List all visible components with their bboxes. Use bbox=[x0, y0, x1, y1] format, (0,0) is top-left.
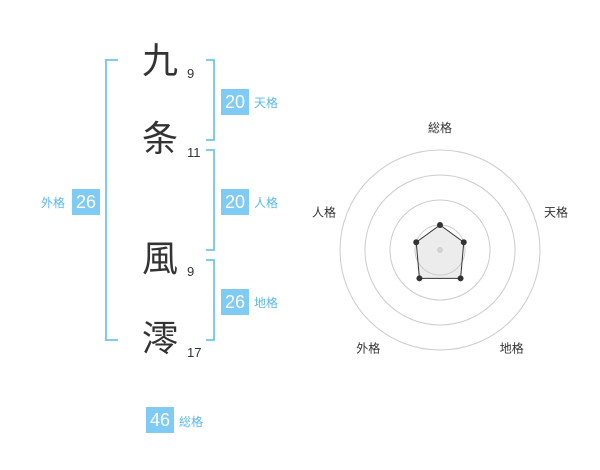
stroke-count-2: 11 bbox=[187, 145, 201, 160]
chikaku-value: 26 bbox=[221, 289, 249, 315]
stroke-count-4: 17 bbox=[187, 345, 202, 360]
gaikaku-value: 26 bbox=[72, 189, 100, 215]
radar-point-4 bbox=[416, 275, 423, 282]
jinkaku-bracket bbox=[206, 149, 215, 251]
gaikaku-bracket bbox=[105, 59, 118, 341]
name-char-4: 澪 bbox=[141, 319, 178, 360]
tenkaku-bracket bbox=[206, 59, 215, 141]
stroke-count-1: 9 bbox=[187, 66, 195, 81]
name-char-1: 九 bbox=[141, 41, 178, 82]
soukaku-label: 総格 bbox=[179, 415, 204, 429]
radar-ring-3 bbox=[364, 174, 516, 326]
chikaku-bracket bbox=[206, 259, 215, 341]
radar-axis-label-4: 外格 bbox=[356, 341, 380, 356]
tenkaku-value: 20 bbox=[221, 89, 249, 115]
name-char-3: 風 bbox=[141, 239, 178, 280]
radar-point-1 bbox=[437, 222, 443, 228]
soukaku-value: 46 bbox=[146, 407, 174, 433]
radar-axis-label-1: 総格 bbox=[428, 120, 452, 135]
radar-point-3 bbox=[457, 275, 464, 282]
radar-axis-label-2: 天格 bbox=[544, 204, 568, 219]
radar-center bbox=[437, 247, 443, 253]
radar-polygon bbox=[415, 224, 465, 279]
stroke-count-3: 9 bbox=[187, 264, 195, 279]
radar-ring-2 bbox=[389, 199, 491, 301]
gaikaku-label: 外格 bbox=[41, 196, 66, 210]
chikaku-label: 地格 bbox=[254, 296, 279, 310]
radar-axis-label-5: 人格 bbox=[312, 204, 336, 219]
radar-point-2 bbox=[460, 239, 467, 246]
jinkaku-label: 人格 bbox=[254, 196, 279, 210]
jinkaku-value: 20 bbox=[221, 189, 249, 215]
radar-point-5 bbox=[413, 239, 420, 246]
radar-ring-4 bbox=[339, 149, 541, 351]
tenkaku-label: 天格 bbox=[254, 96, 279, 110]
radar-axis-label-3: 地格 bbox=[500, 341, 524, 356]
name-char-2: 条 bbox=[141, 119, 178, 160]
